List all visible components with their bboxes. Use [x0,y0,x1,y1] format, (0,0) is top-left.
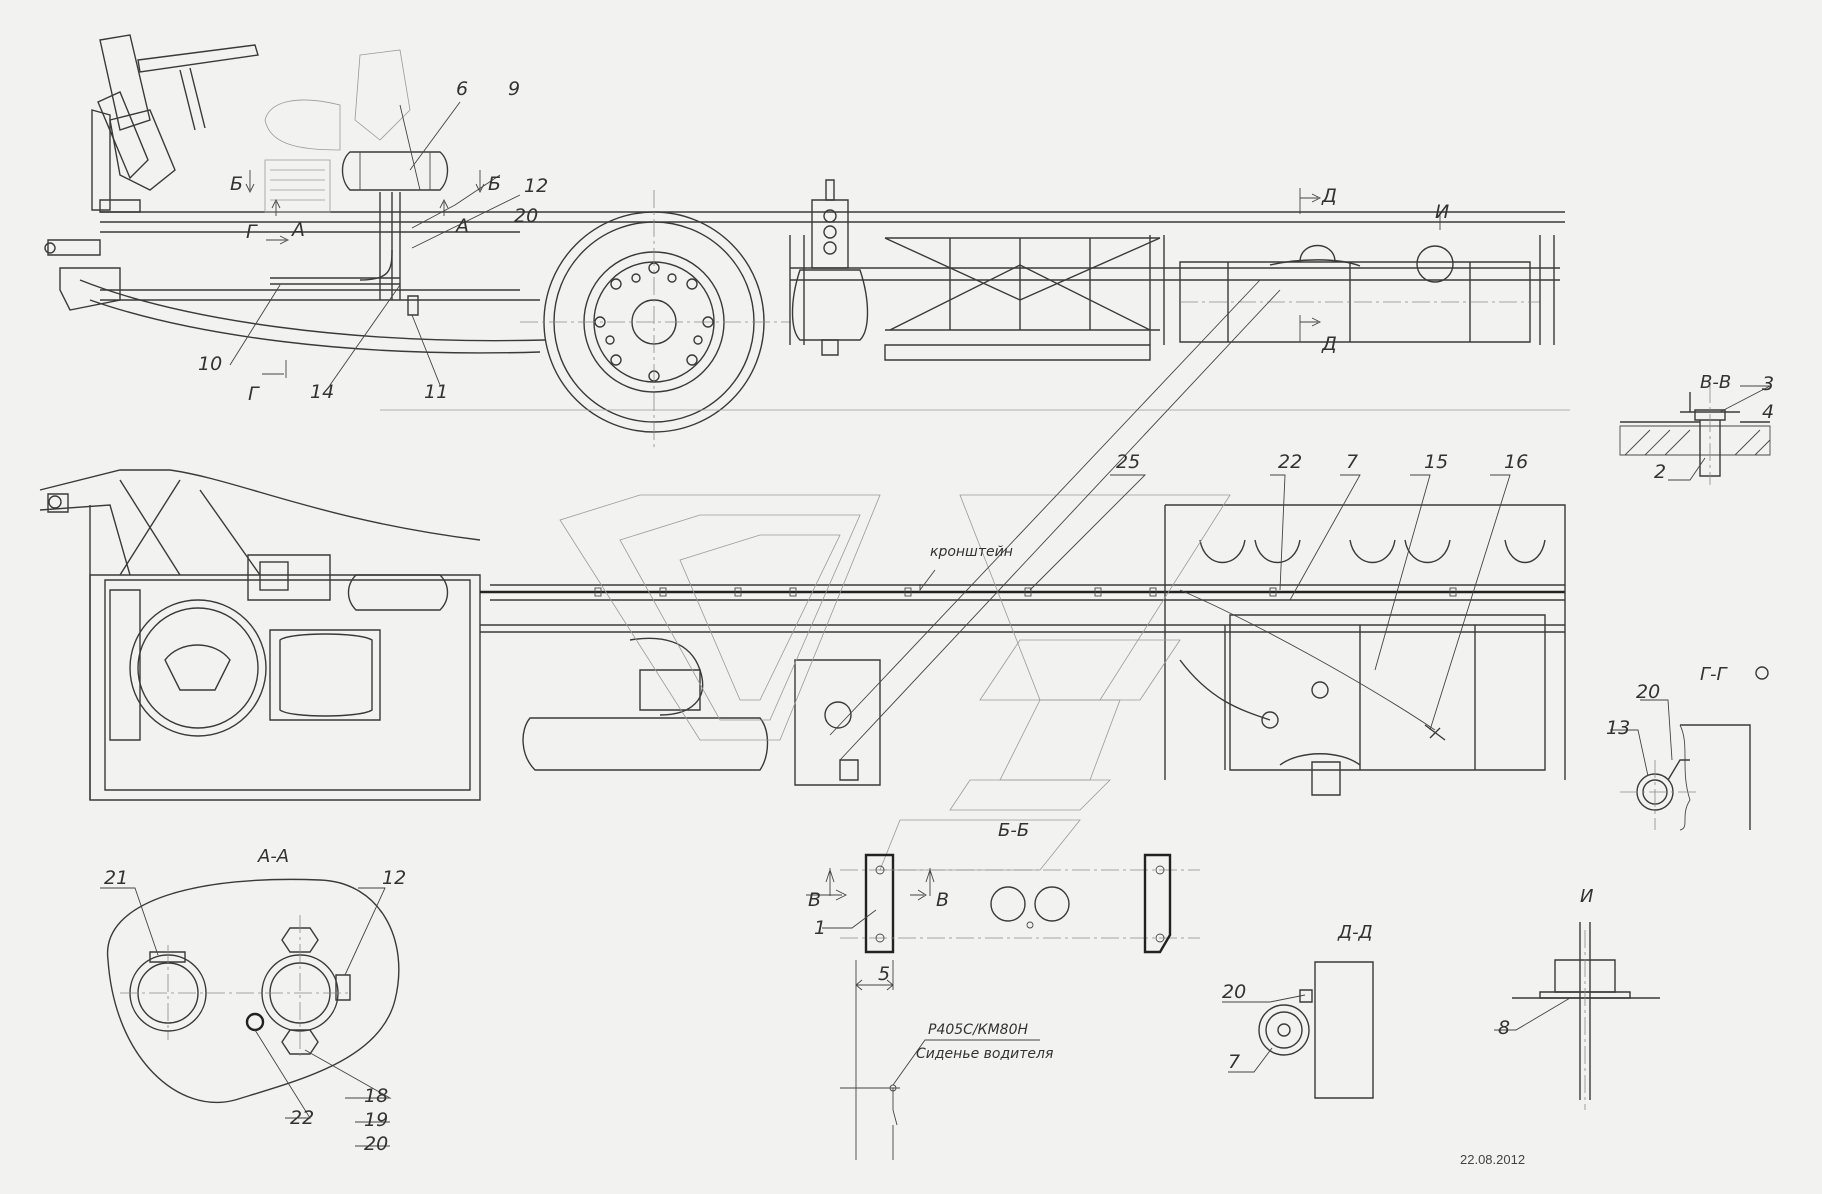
section-dd-title: Д-Д [1337,922,1373,943]
callout-2: 2 [1654,461,1666,483]
callout-21: 21 [104,867,128,889]
marker-g-top: Г [246,221,258,243]
callout-17-side: 20 [514,205,538,227]
section-gg-title: Г-Г [1700,664,1729,685]
callout-8: 8 [1498,1017,1510,1039]
marker-v-right: В [936,889,949,911]
callout-18: 18 [364,1085,388,1107]
seat-code: Р405С/КМ80Н [928,1022,1028,1038]
section-gg: Г-Г 20 13 [1606,664,1769,831]
callout-3: 3 [1762,373,1774,395]
marker-a-left: А [290,219,305,241]
marker-b-left: Б [230,173,243,195]
marker-b-right: Б [488,173,501,195]
callout-7-dd: 7 [1228,1051,1240,1073]
marker-i: И [1435,201,1449,223]
section-dd: Д-Д 20 7 [1222,922,1374,1099]
callout-10: 10 [198,353,222,375]
callout-11: 11 [424,381,448,403]
marker-v-left: В [808,889,821,911]
callout-22-plan: 22 [1278,451,1302,473]
marker-g-bottom: Г [248,383,260,405]
marker-d-bottom: Д [1321,333,1337,355]
callout-14: 14 [310,381,334,403]
callout-12-side: 12 [524,175,548,197]
callout-15: 15 [1424,451,1448,473]
callout-12-aa: 12 [382,867,406,889]
section-bb-title: Б-Б [998,820,1029,841]
callout-5: 5 [878,963,890,985]
callout-17-dd: 20 [1222,981,1246,1003]
section-aa-title: А-А [257,846,289,867]
drawing-date: 22.08.2012 [1460,1152,1525,1167]
callout-17-gg: 20 [1636,681,1660,703]
marker-d-top: Д [1321,185,1337,207]
seat-name: Сиденье водителя [916,1046,1053,1062]
bracket-note: кронштейн [930,544,1013,560]
section-bb: Б-Б В В 1 5 Р405С/КМ80Н Сиденье водителя [806,820,1200,1160]
callout-13: 13 [1606,717,1630,739]
callout-16: 16 [1504,451,1528,473]
side-view: Б Б А А Г Г Д Д И 6 9 12 20 10 14 11 [44,34,1570,450]
callout-22-aa: 22 [290,1107,314,1129]
callout-20: 20 [364,1133,388,1155]
callout-1: 1 [814,917,826,939]
plan-view: 25 22 7 15 16 кронштейн [39,279,1566,871]
section-vv: В-В 3 4 2 [1619,372,1774,485]
callout-25: 25 [1116,451,1140,473]
section-aa: А-А 21 12 22 18 19 20 [100,846,406,1155]
marker-a-right: А [454,215,469,237]
callout-7-plan: 7 [1346,451,1358,473]
callout-6: 6 [456,78,468,100]
section-i-title: И [1580,886,1593,907]
callout-19: 19 [364,1109,388,1131]
section-vv-title: В-В [1700,372,1731,393]
section-i: И 8 [1494,886,1660,1110]
callout-9: 9 [508,78,520,100]
callout-4: 4 [1762,401,1774,423]
